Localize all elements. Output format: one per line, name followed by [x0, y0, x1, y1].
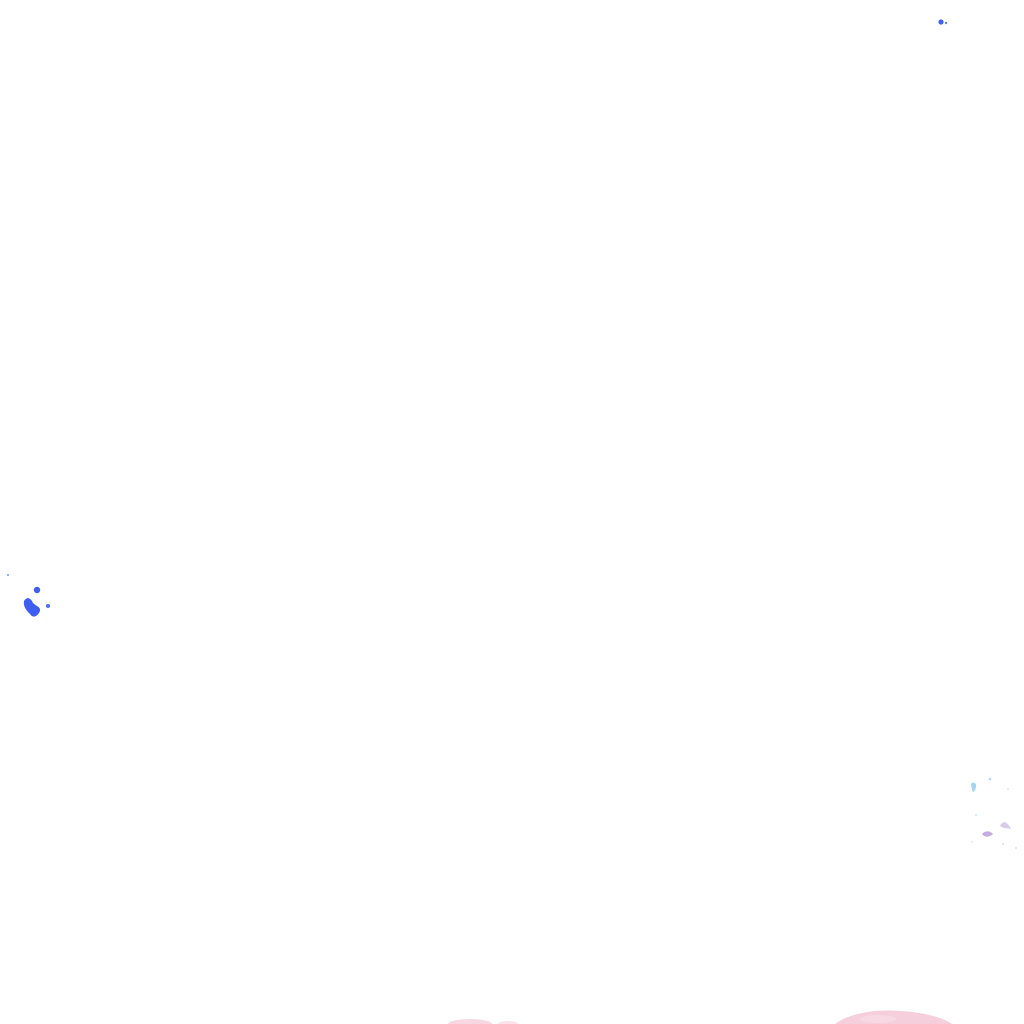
- pink-paint-smudge: [448, 1010, 952, 1024]
- blue-paint-speck: [938, 19, 948, 25]
- blue-paint-splatter: [7, 574, 50, 617]
- light-blue-lavender-splatter: [971, 777, 1018, 850]
